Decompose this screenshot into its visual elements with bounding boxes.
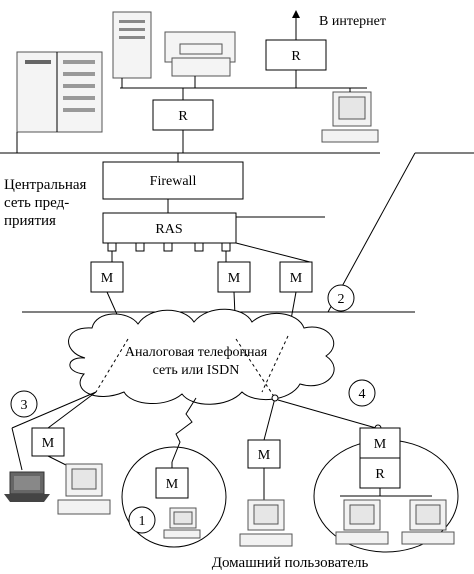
svg-text:1: 1	[139, 514, 146, 529]
central-network-label-line2: сеть пред-	[4, 195, 69, 211]
svg-text:3: 3	[21, 398, 28, 413]
modem-central-1-label: M	[101, 271, 114, 286]
home-user-1-boundary	[121, 446, 227, 548]
internet-label: В интернет	[319, 14, 386, 29]
central-network-label-line3: приятия	[4, 213, 56, 229]
user-1-pc-icon	[163, 507, 201, 539]
svg-text:2: 2	[338, 292, 345, 307]
scenario-4-marker: 4	[348, 379, 376, 407]
internet-router-label: R	[291, 49, 301, 64]
lightning-link	[171, 397, 197, 463]
user-3-pc-icon	[57, 463, 111, 515]
ras-ports	[107, 242, 231, 252]
server-tower-icon	[112, 11, 152, 88]
modem-user-center-label: M	[258, 448, 271, 463]
laptop-icon	[4, 471, 50, 502]
user-4-pc-1-icon	[335, 499, 389, 545]
core-router-box	[152, 99, 214, 131]
modem-central-3-label: M	[290, 271, 303, 286]
modem-user-1	[155, 467, 189, 499]
modem-central-1	[90, 261, 124, 293]
firewall-label: Firewall	[150, 174, 197, 189]
scenario-1-marker: 1	[128, 506, 156, 534]
modem-user-1-label: M	[166, 477, 179, 492]
internet-arrow-icon	[292, 10, 300, 18]
scenario-3-marker: 3	[10, 390, 38, 418]
phone-network-label-line2: сеть или ISDN	[153, 363, 240, 378]
user-center-pc-icon	[239, 499, 293, 547]
phone-network-label-line1: Аналоговая телефонная	[125, 345, 268, 360]
core-router-label: R	[178, 109, 188, 124]
modem-central-3	[279, 261, 313, 293]
central-network-label-line1: Центральная	[4, 177, 87, 193]
ras-label: RAS	[155, 222, 182, 237]
scenario-2-marker: 2	[327, 284, 355, 312]
modem-central-2-label: M	[228, 271, 241, 286]
modem-user-4-label: M	[374, 437, 387, 452]
router-user-4-label: R	[375, 467, 385, 482]
printer-icon	[164, 31, 236, 88]
svg-text:4: 4	[359, 387, 366, 402]
user-4-pc-2-icon	[401, 499, 455, 545]
firewall-box	[102, 161, 244, 200]
modem-user-center	[247, 439, 281, 469]
modem-central-2	[217, 261, 251, 293]
central-lan: R В интернет R	[0, 10, 386, 162]
mainframe-icon	[16, 51, 103, 153]
modem-user-3-label: M	[42, 436, 55, 451]
lan-pc-icon	[321, 88, 379, 143]
modem-user-3	[31, 427, 65, 457]
home-user-caption: Домашний пользователь	[212, 555, 369, 571]
router-user-4	[359, 457, 401, 489]
